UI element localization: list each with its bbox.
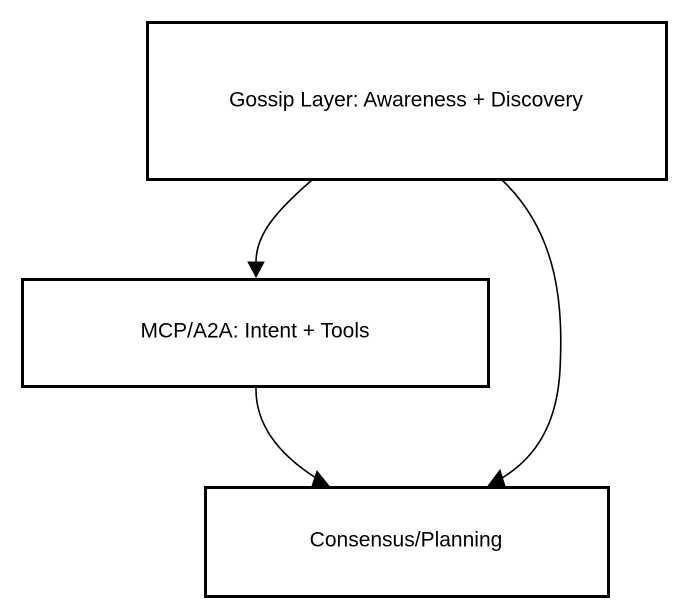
- node-box: [146, 21, 668, 181]
- node-label: Consensus/Planning: [310, 529, 503, 552]
- edge-gossip-to-consensus: [501, 179, 562, 479]
- arrowhead-mcp-to-consensus: [311, 469, 331, 487]
- arrowhead-gossip-to-mcp: [247, 261, 265, 279]
- node-box: [204, 486, 610, 598]
- node-label: Gossip Layer: Awareness + Discovery: [229, 89, 583, 112]
- node-gossip-layer: Gossip Layer: Awareness + Discovery: [146, 21, 668, 181]
- node-label: MCP/A2A: Intent + Tools: [141, 320, 370, 343]
- node-box: [21, 278, 490, 388]
- edge-gossip-to-mcp: [255, 179, 313, 263]
- node-mcp-a2a: MCP/A2A: Intent + Tools: [21, 278, 490, 388]
- edge-mcp-to-consensus: [255, 386, 317, 479]
- node-consensus-planning: Consensus/Planning: [204, 486, 610, 598]
- arrowhead-gossip-to-consensus: [487, 468, 506, 487]
- edges: [247, 179, 562, 487]
